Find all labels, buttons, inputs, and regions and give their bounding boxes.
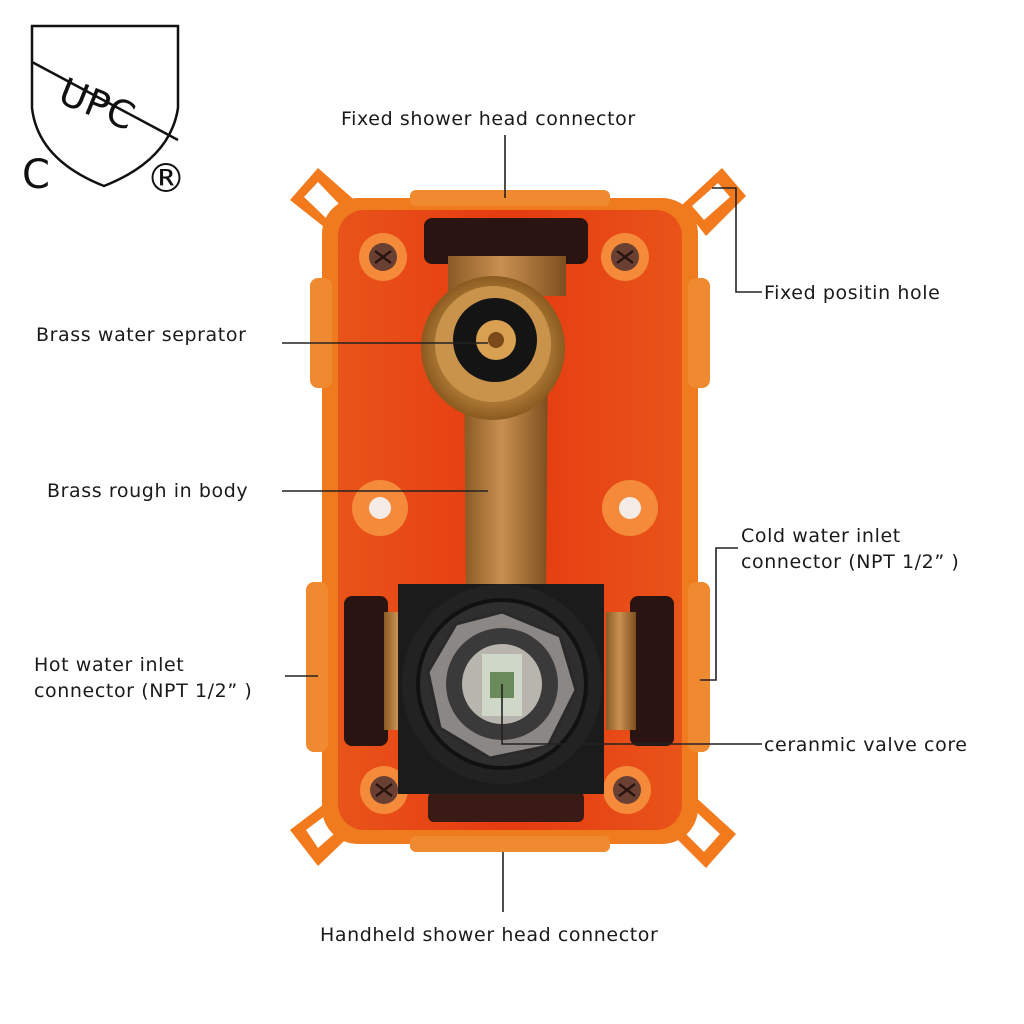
c-letter: C	[22, 152, 50, 198]
label-fixed-position-hole: Fixed positin hole	[764, 282, 941, 304]
mounting-hole-right	[602, 480, 658, 536]
label-handheld-shower-head-connector: Handheld shower head connector	[320, 924, 659, 946]
leader-fixed-position-hole	[712, 187, 762, 293]
label-ceramic-valve-core: ceranmic valve core	[764, 734, 968, 756]
label-brass-water-separator: Brass water seprator	[36, 324, 247, 346]
upc-mark-text: UPC	[53, 69, 141, 139]
screw-top-left	[359, 233, 407, 281]
right-rubber-plug	[630, 596, 674, 746]
label-hot-water-inlet-line1: Hot water inlet	[34, 654, 185, 676]
side-boss-right-bottom	[688, 582, 710, 752]
top-boss	[410, 190, 610, 206]
label-hot-water-inlet-line2: connector (NPT 1/2” )	[34, 680, 253, 702]
mounting-hole-left	[352, 480, 408, 536]
screw-bottom-left	[360, 766, 408, 814]
shield-icon	[30, 24, 180, 188]
ceramic-valve-core-assembly	[398, 584, 604, 794]
label-brass-rough-in-body: Brass rough in body	[47, 480, 249, 502]
screw-bottom-right	[603, 766, 651, 814]
left-rubber-plug	[344, 596, 388, 746]
label-fixed-shower-head-connector: Fixed shower head connector	[341, 108, 636, 130]
label-hot-water-inlet: Hot water inlet connector (NPT 1/2” )	[34, 652, 252, 704]
side-boss-right-top	[688, 278, 710, 388]
bottom-rubber-plug	[428, 792, 584, 822]
right-brass-pipe	[606, 612, 636, 730]
brass-water-separator	[421, 276, 565, 420]
top-rubber-plug	[424, 218, 588, 264]
leader-lines	[282, 135, 762, 912]
upc-certification-logo: UPC C ®	[22, 24, 186, 202]
leader-ceramic-valve-core	[501, 684, 762, 745]
leader-cold-water-inlet	[700, 547, 738, 681]
mounting-ear-top-right	[682, 168, 746, 236]
label-cold-water-inlet-line1: Cold water inlet	[741, 525, 901, 547]
bottom-boss	[410, 836, 610, 852]
side-boss-left-top	[310, 278, 332, 388]
label-cold-water-inlet: Cold water inlet connector (NPT 1/2” )	[741, 523, 959, 575]
shield-diagonal-line	[31, 60, 179, 142]
brass-rough-body-pipe	[464, 360, 548, 600]
registered-icon: ®	[146, 156, 186, 202]
label-cold-water-inlet-line2: connector (NPT 1/2” )	[741, 551, 960, 573]
screw-top-right	[601, 233, 649, 281]
side-boss-left-bottom	[306, 582, 328, 752]
